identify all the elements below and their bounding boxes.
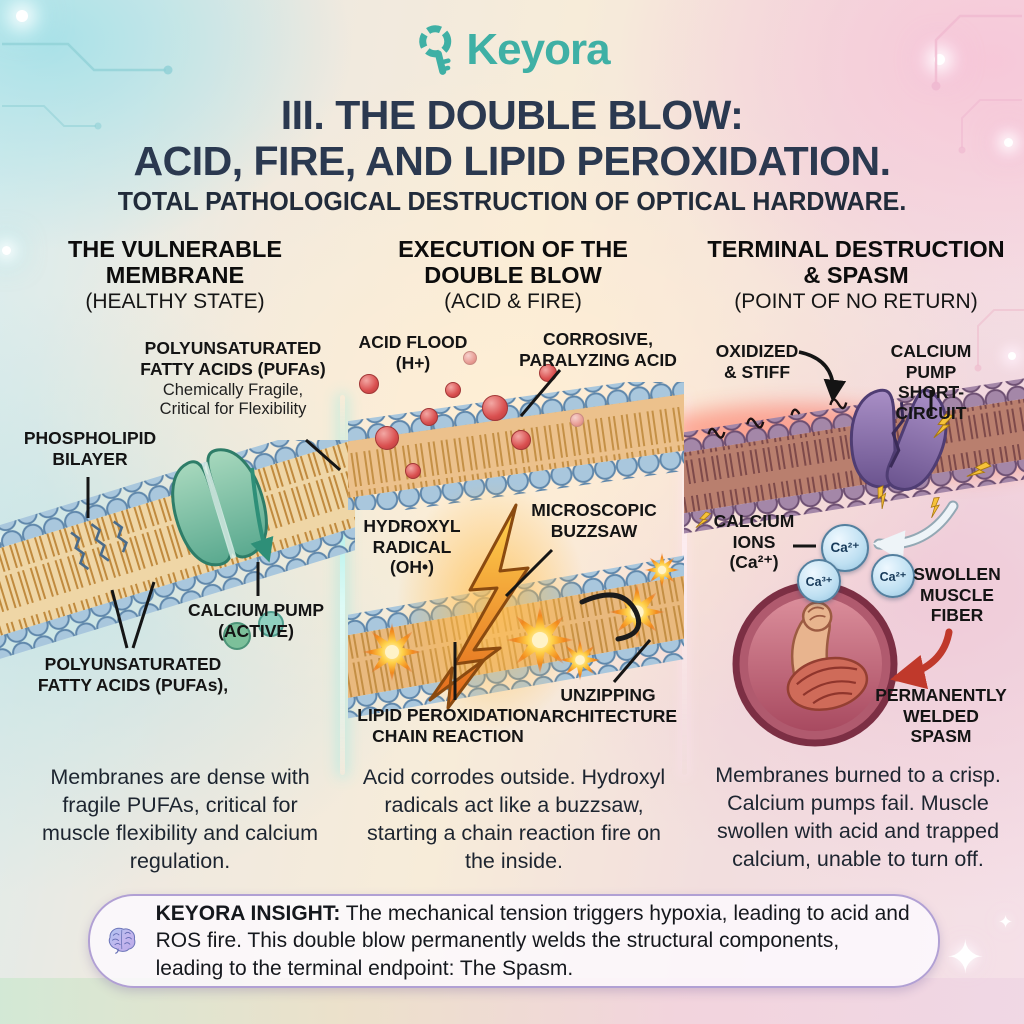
acid-particle: [405, 463, 421, 479]
main-title-line2: ACID, FIRE, AND LIPID PEROXIDATION.: [133, 138, 891, 184]
column2-subheader: (ACID & FIRE): [444, 290, 582, 313]
column1-caption: Membranes are dense with fragile PUFAs, …: [41, 765, 318, 873]
main-subtitle: TOTAL PATHOLOGICAL DESTRUCTION OF OPTICA…: [117, 186, 907, 216]
label-hydroxyl-radical: HYDROXYL RADICAL (OH•): [363, 516, 461, 578]
label-swollen-muscle-fiber: SWOLLEN MUSCLE FIBER: [913, 564, 1001, 626]
sparkle-icon: ✦: [946, 931, 985, 983]
brand-wordmark: Keyora: [466, 25, 610, 74]
label-microscopic-buzzsaw: MICROSCOPIC BUZZSAW: [531, 500, 657, 541]
insight-label: KEYORA INSIGHT:: [155, 902, 341, 926]
acid-particle: [375, 426, 399, 450]
glow-dot: [934, 54, 945, 65]
acid-particle: [570, 413, 584, 427]
column3-caption: Membranes burned to a crisp. Calcium pum…: [715, 763, 1001, 871]
glow-dot: [1004, 138, 1013, 147]
label-pump-short-circuit: CALCIUM PUMP SHORT-CIRCUIT: [890, 341, 972, 423]
column1-header: THE VULNERABLE MEMBRANE: [67, 236, 283, 289]
membrane-illustration-burned: [684, 373, 1024, 539]
main-title-line1: III. THE DOUBLE BLOW:: [280, 92, 744, 138]
calcium-ion-badge: Ca²⁺: [871, 554, 915, 598]
circuit-decoration-top-left: [2, 42, 173, 130]
glow-dot: [2, 246, 11, 255]
label-calcium-ions: CALCIUM IONS (Ca²⁺): [713, 511, 795, 573]
sparkle-icon: ✦: [998, 912, 1014, 932]
label-lipid-peroxidation: LIPID PEROXIDATION CHAIN REACTION: [357, 705, 539, 746]
brain-icon: [108, 927, 136, 954]
label-permanently-welded-spasm: PERMANENTLY WELDED SPASM: [875, 685, 1007, 747]
spasm-arrow: [890, 628, 953, 690]
label-corrosive-acid: CORROSIVE, PARALYZING ACID: [519, 329, 677, 370]
insight-box: KEYORA INSIGHT: The mechanical tension t…: [88, 894, 940, 988]
label-pufa-top: POLYUNSATURATED FATTY ACIDS (PUFAs): [140, 338, 326, 379]
acid-particle: [463, 351, 477, 365]
column3-subheader: (POINT OF NO RETURN): [734, 290, 978, 313]
acid-particle: [420, 408, 438, 426]
insight-text: KEYORA INSIGHT: The mechanical tension t…: [155, 902, 910, 980]
column2-header: EXECUTION OF THE DOUBLE BLOW: [398, 236, 628, 289]
column3-header: TERMINAL DESTRUCTION & SPASM: [707, 236, 1005, 289]
label-phospholipid-bilayer: PHOSPHOLIPID BILAYER: [23, 428, 157, 469]
label-oxidized-stiff: OXIDIZED & STIFF: [715, 341, 799, 382]
glow-dot: [1008, 352, 1016, 360]
label-pufa-bottom: POLYUNSATURATED FATTY ACIDS (PUFAs),: [37, 654, 229, 695]
acid-particle: [445, 382, 461, 398]
brand-logo: Keyora: [414, 22, 611, 78]
column1-subheader: (HEALTHY STATE): [85, 290, 265, 313]
key-icon: [419, 25, 452, 75]
circuit-decoration-top-right: [931, 14, 1022, 154]
circuit-decoration-right-mid: [974, 309, 1024, 372]
column-divider-left: [340, 395, 345, 775]
acid-particle: [359, 374, 379, 394]
label-acid-flood: ACID FLOOD (H+): [358, 332, 468, 373]
label-calcium-pump-active: CALCIUM PUMP (ACTIVE): [187, 600, 325, 641]
acid-particle: [482, 395, 508, 421]
label-unzipping-architecture: UNZIPPING ARCHITECTURE: [538, 685, 678, 726]
muscle-fiber-illustration: [732, 581, 898, 747]
acid-particle: [511, 430, 531, 450]
glow-dot: [16, 10, 28, 22]
column-divider-right: [682, 395, 687, 775]
label-pufa-top-desc: Chemically Fragile, Critical for Flexibi…: [159, 381, 307, 419]
calcium-ion-badge: Ca³⁺: [797, 559, 841, 603]
column2-caption: Acid corrodes outside. Hydroxyl radicals…: [362, 765, 666, 873]
